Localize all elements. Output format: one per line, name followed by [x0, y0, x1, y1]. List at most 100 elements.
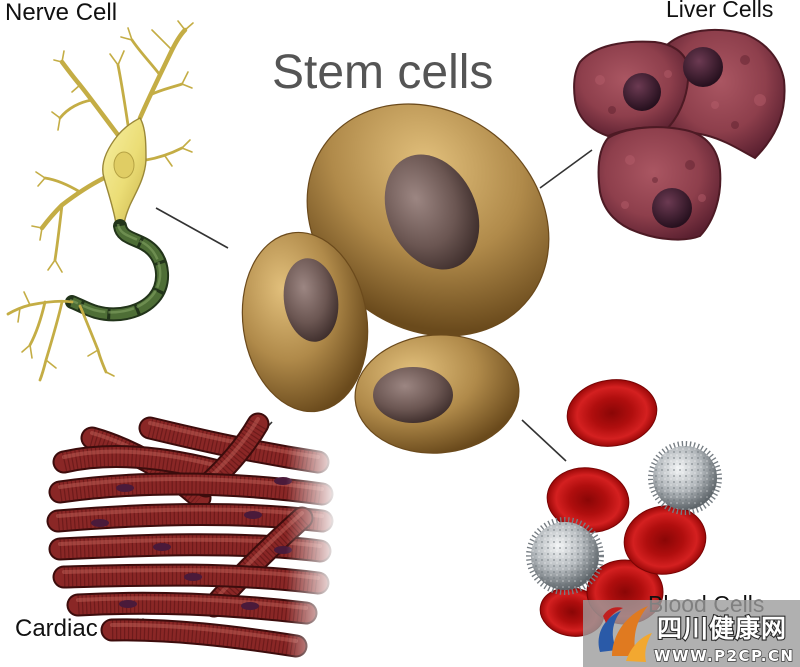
label-liver-cells: Liver Cells	[666, 0, 773, 22]
muscle-fiber-highlight	[76, 596, 308, 610]
dendrite	[59, 59, 121, 138]
liver-spot	[754, 94, 766, 106]
logo-orange-wing	[612, 606, 648, 656]
red-blood-cell	[566, 379, 658, 447]
muscle-fiber-highlight	[110, 622, 298, 643]
cardiac-cell	[46, 412, 334, 658]
dendrite	[35, 171, 46, 187]
cardiac-nucleus	[119, 600, 137, 608]
liver-spot	[608, 106, 616, 114]
muscle-fiber-highlight	[56, 507, 324, 518]
dendrite	[39, 175, 107, 231]
liver-cell-nucleus	[683, 47, 723, 87]
muscle-fiber-body	[54, 446, 224, 480]
connector-nerve	[155, 207, 229, 249]
cardiac-nucleus	[241, 602, 259, 610]
cardiac-nucleus	[91, 519, 109, 527]
logo-blue-swirl	[598, 611, 621, 652]
dendrite	[148, 82, 184, 97]
cardiac-nucleus	[244, 511, 262, 519]
logo-yellow-flame	[626, 633, 652, 662]
liver-cell-nucleus	[623, 73, 661, 111]
connector-blood	[521, 419, 567, 462]
liver-spot	[595, 75, 605, 85]
liver-spot	[621, 201, 629, 209]
stem-cell-left-nucleus	[283, 258, 339, 342]
muscle-fiber	[52, 444, 226, 482]
watermark-site-name: 四川健康网	[657, 614, 787, 643]
stem-cells	[241, 103, 550, 454]
white-blood-cell	[648, 441, 722, 515]
nerve-cell-nucleus	[113, 151, 135, 179]
muscle-fiber-highlight	[62, 449, 216, 467]
watermark-url: WWW.P2CP.CN	[654, 647, 795, 665]
dendrite	[164, 139, 193, 167]
muscle-fiber-striations	[206, 510, 309, 613]
muscle-fiber-striations	[77, 593, 308, 623]
nerve-cell	[6, 20, 194, 382]
muscle-fiber-striations	[58, 474, 324, 504]
liver-texture	[595, 55, 766, 209]
dendrite	[144, 146, 184, 162]
liver-cell-nucleus	[652, 188, 692, 228]
axon-terminal	[17, 291, 115, 377]
dendrite	[43, 176, 82, 194]
liver-cells	[573, 28, 786, 241]
liver-spot	[740, 55, 750, 65]
muscle-fiber-highlight	[212, 511, 304, 603]
cardiac-nucleus	[153, 543, 171, 551]
liver-spot	[698, 194, 706, 202]
cardiac-fibers	[46, 412, 334, 658]
stem-cell-large-nucleus	[384, 154, 480, 270]
dendrite	[51, 50, 81, 131]
cardiac-nucleus	[116, 484, 134, 492]
dendrite	[137, 27, 188, 121]
white-blood-cell	[526, 517, 604, 595]
cardiac-nucleus	[184, 573, 202, 581]
cardiac-nucleus	[274, 546, 292, 554]
dendrite	[181, 71, 193, 89]
label-nerve-cell: Nerve Cell	[5, 0, 117, 26]
liver-spot	[652, 177, 658, 183]
dendrites	[31, 20, 194, 273]
dendrite	[109, 50, 125, 66]
muscle-fiber-body	[102, 620, 306, 656]
axon-terminal	[28, 300, 47, 347]
red-blood-cell	[623, 505, 707, 575]
diagram-title: Stem cells	[272, 46, 493, 99]
white-blood-cell-spikes	[526, 517, 604, 595]
cardiac-nucleus	[274, 477, 292, 485]
white-blood-cell-spikes	[648, 441, 722, 515]
liver-spot	[685, 160, 695, 170]
dendrite	[53, 203, 64, 262]
connector-liver	[539, 149, 593, 189]
myelin-highlight	[69, 223, 162, 314]
liver-spot	[731, 121, 739, 129]
muscle-fiber-highlight	[148, 421, 320, 459]
muscle-fiber-highlight	[62, 568, 320, 580]
muscle-fiber-body	[204, 508, 312, 616]
phoenix-logo-icon	[598, 606, 652, 662]
axon	[65, 219, 169, 322]
dendrite	[130, 38, 162, 77]
stem-cell-bottom-nucleus	[373, 367, 453, 423]
dendrite	[120, 20, 194, 51]
cardiac-nuclei	[91, 477, 292, 610]
muscle-fiber	[66, 591, 318, 625]
muscle-fiber	[138, 416, 330, 474]
watermark: 四川健康网 WWW.P2CP.CN	[583, 600, 800, 667]
muscle-fiber-striations	[147, 418, 320, 472]
dendrite	[58, 98, 94, 120]
axon-terminals	[6, 291, 115, 382]
liver-spot	[625, 155, 635, 165]
liver-spot	[664, 70, 672, 78]
logo-red-accent	[603, 607, 623, 623]
muscle-fiber	[100, 618, 308, 658]
white-blood-cell-texture	[531, 522, 599, 590]
white-blood-cell-texture	[653, 446, 717, 510]
dendrite	[116, 63, 130, 127]
muscle-fiber-striations	[63, 565, 320, 593]
dendrite	[31, 225, 63, 273]
liver-spot	[711, 101, 719, 109]
